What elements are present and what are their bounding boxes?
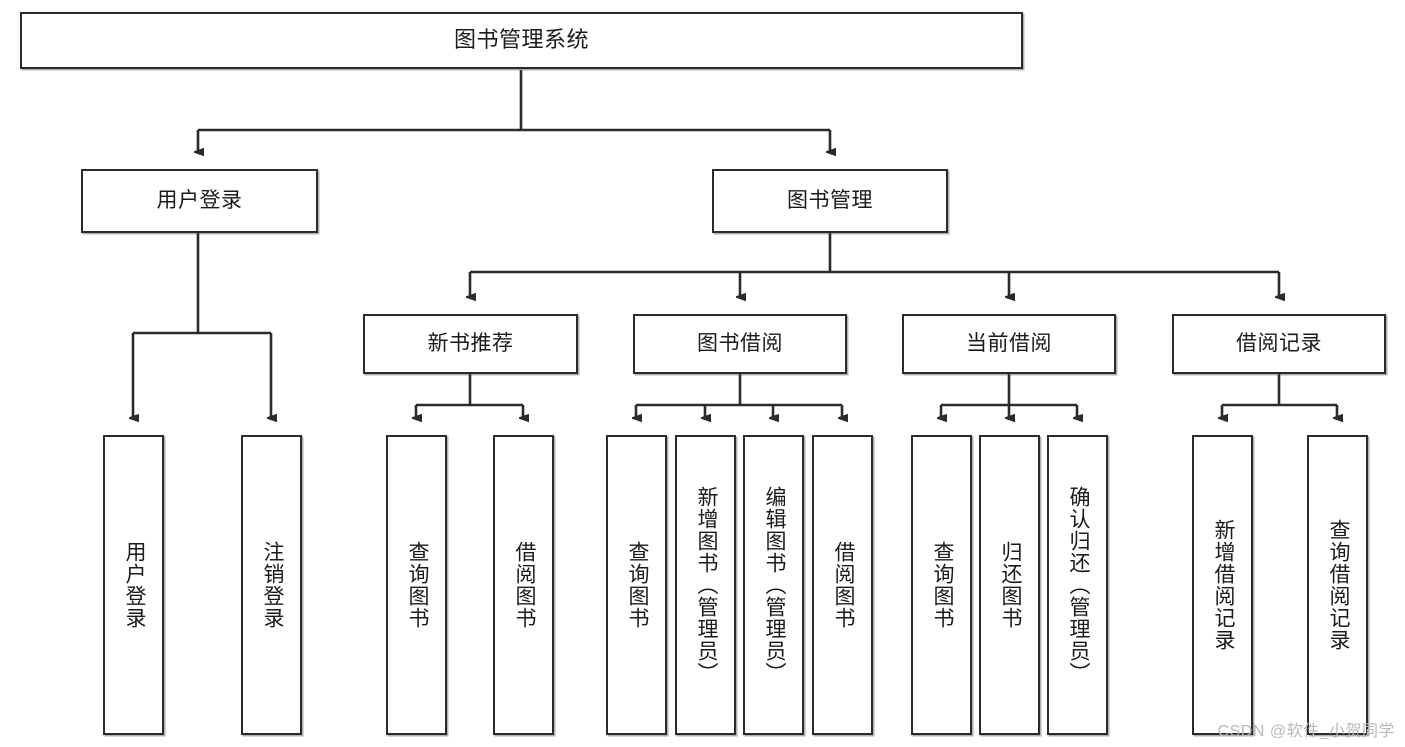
node-leaf-query-record-label: 查询借阅记录 bbox=[1326, 519, 1350, 651]
node-leaf-query-book-3-label: 查询图书 bbox=[930, 541, 954, 629]
node-leaf-borrow-book-1-label: 借阅图书 bbox=[512, 541, 536, 629]
node-leaf-user-login[interactable]: 用户登录 bbox=[103, 435, 164, 735]
node-leaf-edit-book-label: 编辑图书（管理员） bbox=[762, 486, 786, 684]
node-root-label: 图书管理系统 bbox=[453, 27, 589, 53]
node-book-manage-label: 图书管理 bbox=[787, 189, 873, 213]
node-leaf-borrow-book-1[interactable]: 借阅图书 bbox=[493, 435, 554, 735]
node-book-manage[interactable]: 图书管理 bbox=[712, 169, 948, 233]
node-leaf-edit-book[interactable]: 编辑图书（管理员） bbox=[743, 435, 804, 735]
node-user-login[interactable]: 用户登录 bbox=[81, 169, 318, 233]
node-borrow-record[interactable]: 借阅记录 bbox=[1172, 314, 1386, 374]
node-book-borrow-label: 图书借阅 bbox=[697, 332, 783, 356]
node-leaf-return-book[interactable]: 归还图书 bbox=[979, 435, 1040, 735]
node-leaf-add-record[interactable]: 新增借阅记录 bbox=[1192, 435, 1253, 735]
node-current-borrow[interactable]: 当前借阅 bbox=[902, 314, 1116, 374]
node-leaf-logout-label: 注销登录 bbox=[260, 541, 284, 629]
node-user-login-label: 用户登录 bbox=[156, 189, 243, 213]
node-borrow-record-label: 借阅记录 bbox=[1236, 332, 1322, 356]
node-leaf-add-record-label: 新增借阅记录 bbox=[1211, 519, 1235, 651]
csdn-watermark: CSDN @软件_小贺同学 bbox=[1217, 723, 1395, 740]
node-leaf-user-login-label: 用户登录 bbox=[122, 541, 146, 629]
node-book-borrow[interactable]: 图书借阅 bbox=[633, 314, 847, 374]
node-leaf-confirm-return[interactable]: 确认归还（管理员） bbox=[1047, 435, 1108, 735]
node-leaf-borrow-book-2-label: 借阅图书 bbox=[831, 541, 855, 629]
node-leaf-query-book-1-label: 查询图书 bbox=[405, 541, 429, 629]
node-leaf-confirm-return-label: 确认归还（管理员） bbox=[1066, 486, 1090, 684]
node-new-book-recommend[interactable]: 新书推荐 bbox=[363, 314, 578, 374]
node-leaf-query-book-3[interactable]: 查询图书 bbox=[911, 435, 972, 735]
node-new-book-recommend-label: 新书推荐 bbox=[427, 332, 514, 356]
node-leaf-query-book-1[interactable]: 查询图书 bbox=[386, 435, 447, 735]
node-leaf-add-book[interactable]: 新增图书（管理员） bbox=[675, 435, 736, 735]
node-leaf-logout[interactable]: 注销登录 bbox=[241, 435, 302, 735]
node-leaf-query-book-2[interactable]: 查询图书 bbox=[606, 435, 667, 735]
node-root[interactable]: 图书管理系统 bbox=[20, 12, 1023, 69]
node-leaf-query-record[interactable]: 查询借阅记录 bbox=[1307, 435, 1368, 735]
node-leaf-borrow-book-2[interactable]: 借阅图书 bbox=[812, 435, 873, 735]
node-leaf-query-book-2-label: 查询图书 bbox=[625, 541, 649, 629]
node-leaf-add-book-label: 新增图书（管理员） bbox=[694, 486, 718, 684]
node-current-borrow-label: 当前借阅 bbox=[966, 332, 1052, 356]
node-leaf-return-book-label: 归还图书 bbox=[998, 541, 1022, 629]
